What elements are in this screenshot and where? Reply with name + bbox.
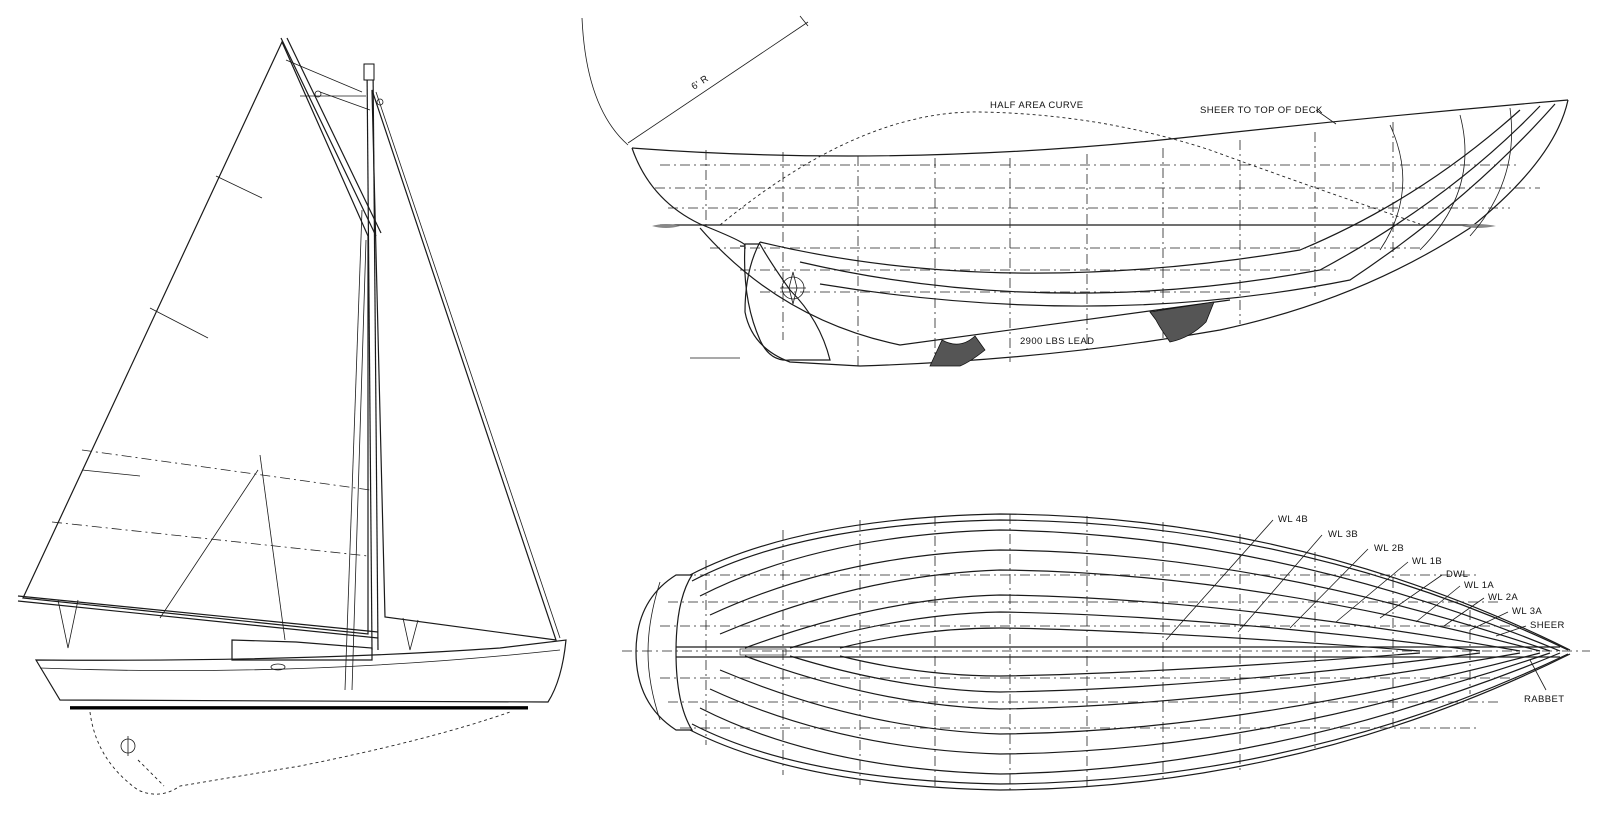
transom [635,574,694,731]
keel-outline [89,711,511,795]
label-wl-1b: WL 1B [1412,556,1442,567]
cabin [231,639,373,661]
sail-plan [17,37,567,795]
half-area-curve [719,111,1421,226]
label-rabbet: RABBET [1524,694,1564,705]
radius-arc [581,17,629,146]
profile-hull [744,99,1569,367]
label-wl-3b: WL 3B [1328,529,1358,540]
mainsail [22,40,369,635]
hull [34,639,567,703]
reef-line [51,521,369,557]
label-sheer: SHEER [1530,620,1565,631]
gaff [280,37,377,237]
label-wl-4b: WL 4B [1278,514,1308,525]
forestay [375,91,561,639]
sheer-label: SHEER TO TOP OF DECK [1200,105,1323,116]
label-wl-3a: WL 3A [1512,606,1542,617]
lead-label: 2900 LBS LEAD [1020,336,1094,347]
label-wl-1a: WL 1A [1464,580,1494,591]
reef-line [81,449,371,491]
jib [371,89,557,641]
label-wl-2a: WL 2A [1488,592,1518,603]
sheer-line [631,99,1569,157]
plan-view: WL 4B WL 3B WL 2B WL 1B DWL WL 1A WL 2A … [622,513,1590,791]
boom [17,595,379,633]
mast [366,65,373,651]
sheer-plan [689,513,1571,651]
profile-view: 6' R [581,15,1569,367]
rudder [744,243,831,361]
label-wl-2b: WL 2B [1374,543,1404,554]
lead-ballast [929,335,986,367]
label-dwl: DWL [1446,569,1468,580]
half-area-curve-label: HALF AREA CURVE [990,100,1083,111]
